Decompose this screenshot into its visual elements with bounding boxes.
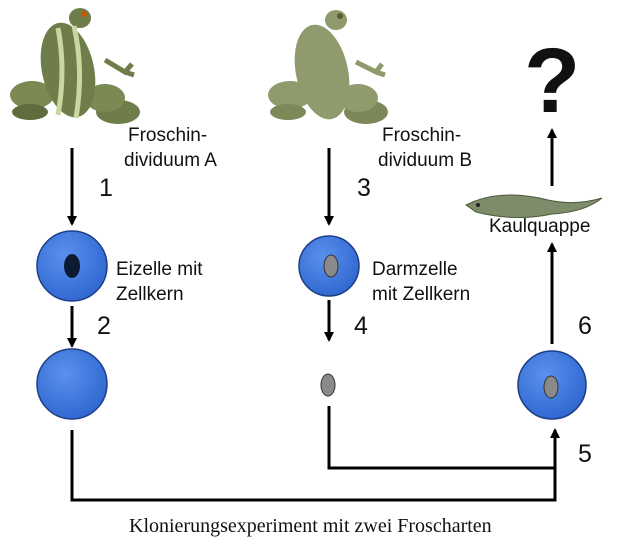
egg-cell <box>37 231 107 301</box>
step-number-3: 3 <box>357 174 371 202</box>
frog-a-label-line2: dividuum A <box>124 150 217 171</box>
tadpole-icon <box>466 195 602 218</box>
step-number-2: 2 <box>97 312 111 340</box>
frog-b-label-line1: Froschin- <box>382 125 461 146</box>
step-number-5: 5 <box>578 440 592 468</box>
gut-cell <box>299 236 359 296</box>
gut-label-line1: Darmzelle <box>372 259 458 280</box>
nucleus-transfer-line <box>329 406 555 468</box>
egg-label-line2: Zellkern <box>116 284 184 305</box>
isolated-nucleus <box>321 374 335 396</box>
egg-transfer-line <box>72 430 555 500</box>
frog-a-icon <box>10 8 140 124</box>
tadpole-label: Kaulquappe <box>489 216 590 237</box>
gut-label-line2: mit Zellkern <box>372 284 470 305</box>
enucleated-egg-cell <box>37 349 107 419</box>
step-number-4: 4 <box>354 312 368 340</box>
diagram-caption: Klonierungsexperiment mit zwei Froschart… <box>129 515 492 537</box>
egg-label-line1: Eizelle mit <box>116 259 203 280</box>
step-number-1: 1 <box>99 174 113 202</box>
frog-b-icon <box>268 10 388 124</box>
step-number-6: 6 <box>578 312 592 340</box>
combined-cell <box>518 351 586 419</box>
question-mark: ? <box>524 30 580 132</box>
frog-a-label-line1: Froschin- <box>128 125 207 146</box>
frog-b-label-line2: dividuum B <box>378 150 472 171</box>
